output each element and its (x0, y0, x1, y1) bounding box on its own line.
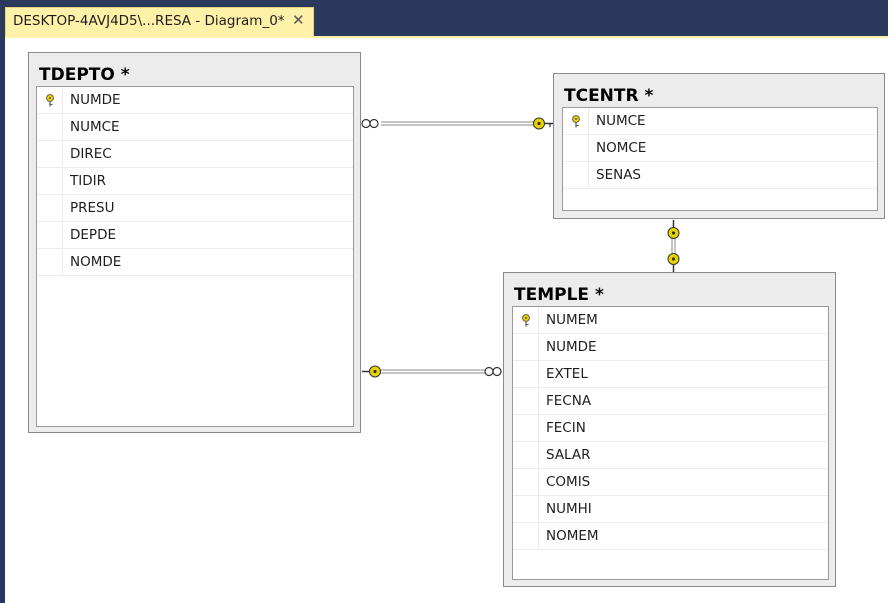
column-row[interactable]: NOMCE (563, 135, 877, 162)
row-selector[interactable] (37, 141, 63, 167)
column-row[interactable]: SENAS (563, 162, 877, 189)
column-name: COMIS (546, 474, 591, 490)
relationship-tdepto-temple[interactable] (362, 365, 502, 378)
key-icon (572, 115, 580, 128)
column-row[interactable]: NUMDE (513, 334, 828, 361)
column-row[interactable]: SALAR (513, 442, 828, 469)
row-selector[interactable] (37, 168, 63, 194)
key-icon (533, 117, 553, 130)
key-icon (667, 253, 680, 272)
column-name: NUMCE (70, 119, 120, 135)
row-selector[interactable] (37, 87, 63, 113)
column-row[interactable]: NUMHI (513, 496, 828, 523)
column-name: TIDIR (70, 173, 106, 189)
column-name: NOMEM (546, 528, 599, 544)
column-name: FECIN (546, 420, 586, 436)
column-name: NUMHI (546, 501, 592, 517)
column-row[interactable]: FECIN (513, 415, 828, 442)
row-selector[interactable] (37, 114, 63, 140)
tab-diagram[interactable]: DESKTOP-4AVJ4D5\...RESA - Diagram_0* ✕ (5, 7, 314, 36)
column-row[interactable]: FECNA (513, 388, 828, 415)
column-row[interactable]: NUMCE (37, 114, 353, 141)
column-name: SENAS (596, 167, 642, 183)
column-name: NUMDE (70, 92, 121, 108)
row-selector[interactable] (563, 162, 589, 188)
column-name: FECNA (546, 393, 592, 409)
close-icon[interactable]: ✕ (292, 11, 305, 29)
tab-title: DESKTOP-4AVJ4D5\...RESA - Diagram_0* (13, 13, 285, 29)
column-name: NOMDE (70, 254, 122, 270)
column-row[interactable]: NOMEM (513, 523, 828, 550)
relationship-tcentr-temple[interactable] (667, 220, 680, 272)
row-selector[interactable] (37, 249, 63, 275)
row-selector[interactable] (513, 388, 539, 414)
table-title: TEMPLE * (514, 285, 604, 305)
column-row[interactable]: NUMDE (37, 87, 353, 114)
column-name: SALAR (546, 447, 591, 463)
infinity-icon (484, 366, 502, 377)
key-icon (46, 94, 54, 107)
column-row[interactable]: NUMEM (513, 307, 828, 334)
row-selector[interactable] (513, 415, 539, 441)
row-selector[interactable] (37, 195, 63, 221)
column-row[interactable]: EXTEL (513, 361, 828, 388)
row-selector[interactable] (513, 523, 539, 549)
table-title: TCENTR * (564, 86, 654, 106)
infinity-icon (361, 118, 379, 129)
tab-underline (5, 36, 888, 38)
column-row[interactable]: NUMCE (563, 108, 877, 135)
column-name: DIREC (70, 146, 112, 162)
key-icon (522, 314, 530, 327)
relationship-lines (361, 117, 680, 378)
row-selector[interactable] (513, 334, 539, 360)
key-icon (667, 220, 680, 239)
column-name: NOMCE (596, 140, 647, 156)
column-name: NUMDE (546, 339, 597, 355)
column-grid: NUMDE NUMCE DIREC TIDIR PRESU DEPDE NOMD… (36, 86, 354, 427)
column-name: PRESU (70, 200, 115, 216)
column-name: DEPDE (70, 227, 116, 243)
row-selector[interactable] (563, 135, 589, 161)
column-grid: NUMCE NOMCE SENAS (562, 107, 878, 211)
row-selector[interactable] (513, 361, 539, 387)
table-temple[interactable]: TEMPLE * NUMEM NUMDE EXTEL FECNA FECIN S… (503, 272, 836, 587)
table-tcentr[interactable]: TCENTR * NUMCE NOMCE SENAS (553, 73, 885, 219)
column-name: NUMEM (546, 312, 598, 328)
row-selector[interactable] (513, 496, 539, 522)
column-row[interactable]: DIREC (37, 141, 353, 168)
document-tab-strip: DESKTOP-4AVJ4D5\...RESA - Diagram_0* ✕ (0, 0, 888, 38)
column-name: EXTEL (546, 366, 588, 382)
column-row[interactable]: TIDIR (37, 168, 353, 195)
column-row[interactable]: DEPDE (37, 222, 353, 249)
row-selector[interactable] (513, 442, 539, 468)
column-name: NUMCE (596, 113, 646, 129)
relationship-tdepto-tcentr[interactable] (361, 117, 553, 130)
row-selector[interactable] (513, 307, 539, 333)
diagram-canvas[interactable]: TDEPTO * NUMDE NUMCE DIREC TIDIR PRESU D… (5, 38, 888, 603)
column-grid: NUMEM NUMDE EXTEL FECNA FECIN SALAR COMI… (512, 306, 829, 580)
table-tdepto[interactable]: TDEPTO * NUMDE NUMCE DIREC TIDIR PRESU D… (28, 52, 361, 433)
column-row[interactable]: COMIS (513, 469, 828, 496)
column-row[interactable]: NOMDE (37, 249, 353, 276)
row-selector[interactable] (563, 108, 589, 134)
table-title: TDEPTO * (39, 65, 130, 85)
column-row[interactable]: PRESU (37, 195, 353, 222)
row-selector[interactable] (513, 469, 539, 495)
key-icon (362, 365, 381, 378)
row-selector[interactable] (37, 222, 63, 248)
